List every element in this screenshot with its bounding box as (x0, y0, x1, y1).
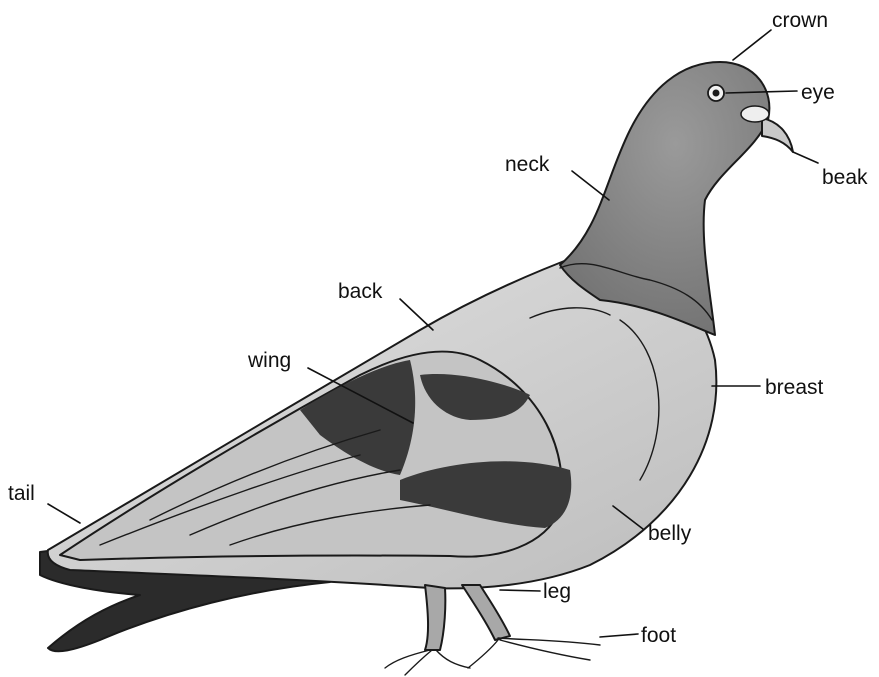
beak-shape (762, 118, 793, 152)
label-belly: belly (648, 522, 692, 545)
tail-leader (48, 504, 80, 523)
label-eye: eye (801, 81, 835, 104)
leg-left (425, 585, 445, 650)
label-wing: wing (247, 349, 291, 372)
pupil (713, 90, 720, 97)
crown-leader (733, 30, 771, 60)
leg-leader (500, 590, 540, 591)
label-neck: neck (505, 153, 550, 176)
label-beak: beak (822, 166, 868, 189)
leg-right (462, 585, 510, 640)
beak-leader (793, 152, 818, 163)
neck-leader (572, 171, 609, 200)
label-tail: tail (8, 482, 35, 505)
foot-right (468, 638, 600, 668)
back-leader (400, 299, 433, 330)
label-back: back (338, 280, 383, 303)
foot-left (385, 650, 470, 675)
foot-leader (600, 634, 638, 637)
label-crown: crown (772, 9, 828, 32)
head-neck (560, 62, 769, 335)
label-leg: leg (543, 580, 571, 603)
label-foot: foot (641, 624, 676, 647)
label-breast: breast (765, 376, 824, 399)
cere (741, 106, 769, 122)
